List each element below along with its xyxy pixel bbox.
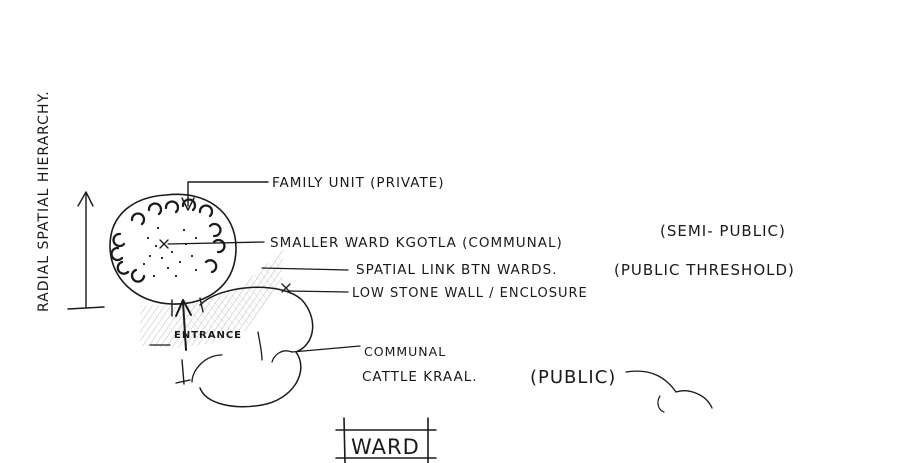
entrance-label: ENTRANCE: [174, 330, 242, 341]
radial-hierarchy-label: RADIAL SPATIAL HIERARCHY.: [36, 90, 52, 312]
entrance-arrow: [175, 299, 192, 351]
cattle-kraal-label-line1: COMMUNAL: [364, 344, 446, 359]
family-unit-label: FAMILY UNIT (PRIVATE): [272, 175, 445, 191]
kgotla-center-mark: [159, 239, 169, 249]
hierarchy-axis-arrow: [67, 191, 105, 310]
stone-wall-label: LOW STONE WALL / ENCLOSURE: [352, 286, 588, 301]
cattle-kraal-qualifier-label: (PUBLIC): [530, 367, 616, 388]
leader-lines: [167, 181, 713, 413]
cattle-kraal-label-line2: CATTLE KRAAL.: [362, 369, 478, 385]
ward-title-box: [335, 417, 437, 463]
ward-circle: [109, 193, 237, 305]
ward-title: WARD: [351, 435, 420, 459]
kgotla-qualifier-label: (SEMI- PUBLIC): [660, 222, 786, 240]
spatial-link-label: SPATIAL LINK BTN WARDS.: [356, 262, 557, 278]
spatial-link-qualifier-label: (PUBLIC THRESHOLD): [614, 261, 795, 279]
kgotla-label: SMALLER WARD KGOTLA (COMMUNAL): [270, 235, 563, 251]
family-homesteads: [110, 198, 226, 283]
kgotla-dots: [142, 226, 198, 278]
